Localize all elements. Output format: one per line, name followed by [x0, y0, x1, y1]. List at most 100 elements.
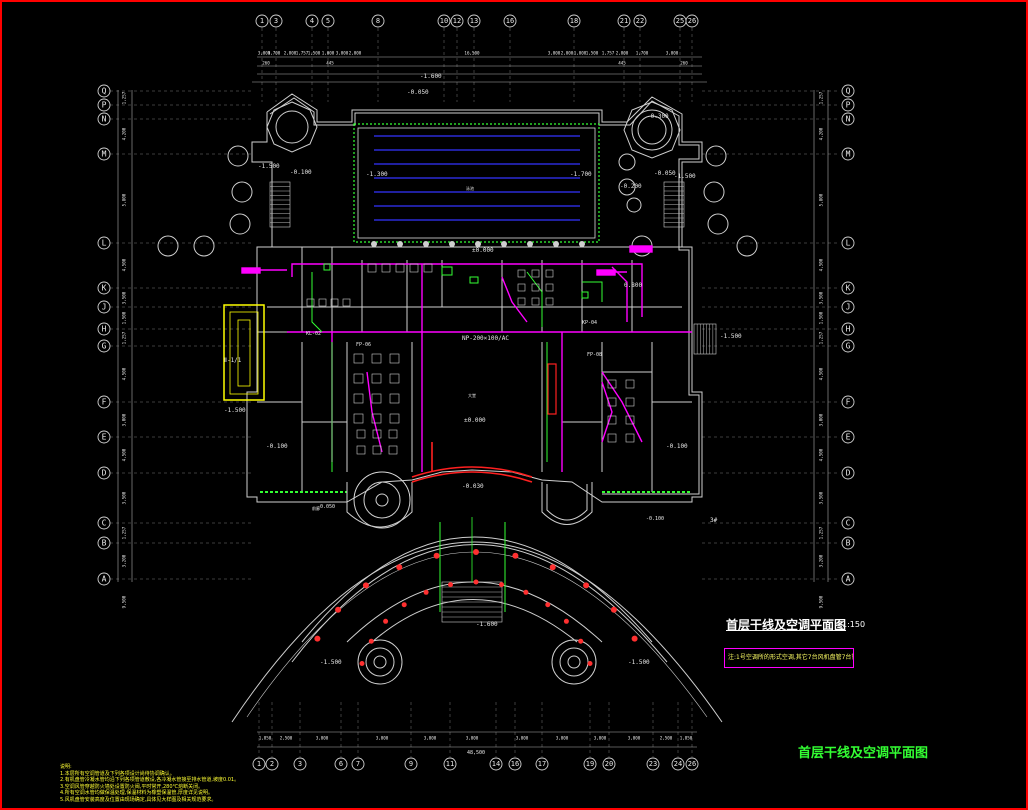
grid-bubble: [841, 147, 855, 161]
dim-text: 3,500: [122, 291, 127, 304]
level-pool-top: -1.600: [420, 73, 442, 80]
grid-bubble: [97, 536, 111, 550]
grid-col-label: 2: [270, 760, 274, 768]
dim-text: 3,200: [122, 554, 127, 567]
grid-bubble: [602, 757, 616, 771]
entrance-plaza: [231, 517, 723, 723]
pool-lanes: [374, 135, 580, 221]
note-line: 4.所有空调水管均做保温处理,保温材料为橡塑保温管,厚度详见说明。: [60, 790, 213, 796]
dim-text: 4,200: [819, 127, 824, 140]
level-canopy: -0.050: [654, 170, 676, 177]
dining-table: [607, 397, 617, 407]
grid-row-lines: [110, 90, 837, 580]
grid-bubble: [450, 14, 464, 28]
level-right-east: -1.500: [720, 333, 742, 340]
pool-post: [579, 241, 585, 247]
plaza-lamp: [448, 582, 453, 588]
plaza-lamp: [499, 582, 504, 588]
grid-row-label: A: [102, 575, 107, 584]
swimming-pool: [353, 123, 600, 247]
grid-col-label: 1: [260, 17, 264, 25]
tag-duct-b: FP-06: [356, 342, 371, 348]
dim-text: 4,500: [122, 448, 127, 461]
level-pool-right: -1.700: [570, 171, 592, 178]
dining-table: [625, 397, 635, 407]
plaza-lamp: [362, 582, 369, 589]
grid-bubble: [97, 281, 111, 295]
round-tower-left: [266, 101, 318, 153]
grid-bubble: [437, 14, 451, 28]
dining-table: [381, 263, 391, 273]
dim-text: 4,500: [819, 448, 824, 461]
note-line: 1.本层所有空调管道及下列各项设计尚待协调确认。: [60, 770, 175, 777]
grid-bubble: [97, 466, 111, 480]
dim-text: 5,800: [122, 193, 127, 206]
grid-col-label: 4: [310, 17, 314, 25]
dim-text: 2,000: [561, 51, 574, 56]
grid-col-label: 22: [636, 17, 644, 25]
dim-text: 1,500: [122, 311, 127, 324]
dim-text: 2,500: [280, 736, 293, 741]
plaza-lamps: [314, 549, 638, 666]
dim-text: 1,500: [308, 51, 321, 56]
grid-bubble: [443, 757, 457, 771]
grid-bubble: [841, 112, 855, 126]
grid-col-label: 24: [674, 760, 682, 768]
grid-col-label: 14: [492, 760, 500, 768]
grid-col-lines: [258, 28, 693, 757]
grid-bubble: [97, 430, 111, 444]
dim-text-right: 1,2574,2005,8004,5003,5001,5001,2574,500…: [819, 91, 824, 608]
dim-text: 445: [618, 61, 626, 66]
dining-table: [371, 353, 382, 364]
tree: [157, 235, 179, 257]
grid-bubble: [467, 14, 481, 28]
round-tower-right: [623, 101, 681, 159]
dining-table: [625, 415, 635, 425]
pool-post: [371, 241, 377, 247]
level-upper-right: -1.500: [674, 173, 696, 180]
grid-row-label: F: [846, 398, 851, 407]
level-entry: -0.030: [462, 483, 484, 490]
dim-text: 2,000: [349, 51, 362, 56]
grid-row-label: G: [846, 342, 851, 351]
dining-table: [389, 413, 400, 424]
dim-text: 2,800: [284, 51, 297, 56]
plaza-lamp: [545, 602, 551, 608]
tree: [231, 181, 253, 203]
grid-row-label: L: [102, 239, 107, 248]
tree: [193, 235, 215, 257]
dining-table: [517, 269, 526, 278]
tag-duct-c: KP-04: [582, 320, 597, 326]
grid-bubble: [97, 98, 111, 112]
pool-post: [449, 241, 455, 247]
small-tanks: [618, 153, 642, 213]
dining-table: [371, 393, 382, 404]
dim-text: 1,700: [636, 51, 649, 56]
grid-bubble: [841, 572, 855, 586]
dining-table: [330, 298, 339, 307]
grid-bubble: [97, 236, 111, 250]
dining-table: [389, 353, 400, 364]
stair-top-right: [663, 181, 685, 228]
dining-table: [371, 413, 382, 424]
dining-table: [607, 415, 617, 425]
level-pool-deck: ±0.000: [472, 247, 494, 254]
level-right-mid: -0.100: [666, 443, 688, 450]
grid-row-label: Q: [846, 87, 851, 96]
dining-table: [607, 379, 617, 389]
dim-text: 1,257: [819, 526, 824, 539]
grid-row-label: M: [102, 150, 107, 159]
grid-bubble: [841, 466, 855, 480]
plaza-lamp: [423, 589, 429, 595]
grid-bubble: [489, 757, 503, 771]
plaza-lamp: [396, 564, 403, 571]
dim-text: 1,257: [122, 526, 127, 539]
grid-row-label: C: [102, 519, 107, 528]
grid-col-label: 1: [257, 760, 261, 768]
dining-table: [423, 263, 433, 273]
dining-table: [625, 379, 635, 389]
level-stair: -0.100: [290, 169, 312, 176]
grid-bubble: [293, 757, 307, 771]
